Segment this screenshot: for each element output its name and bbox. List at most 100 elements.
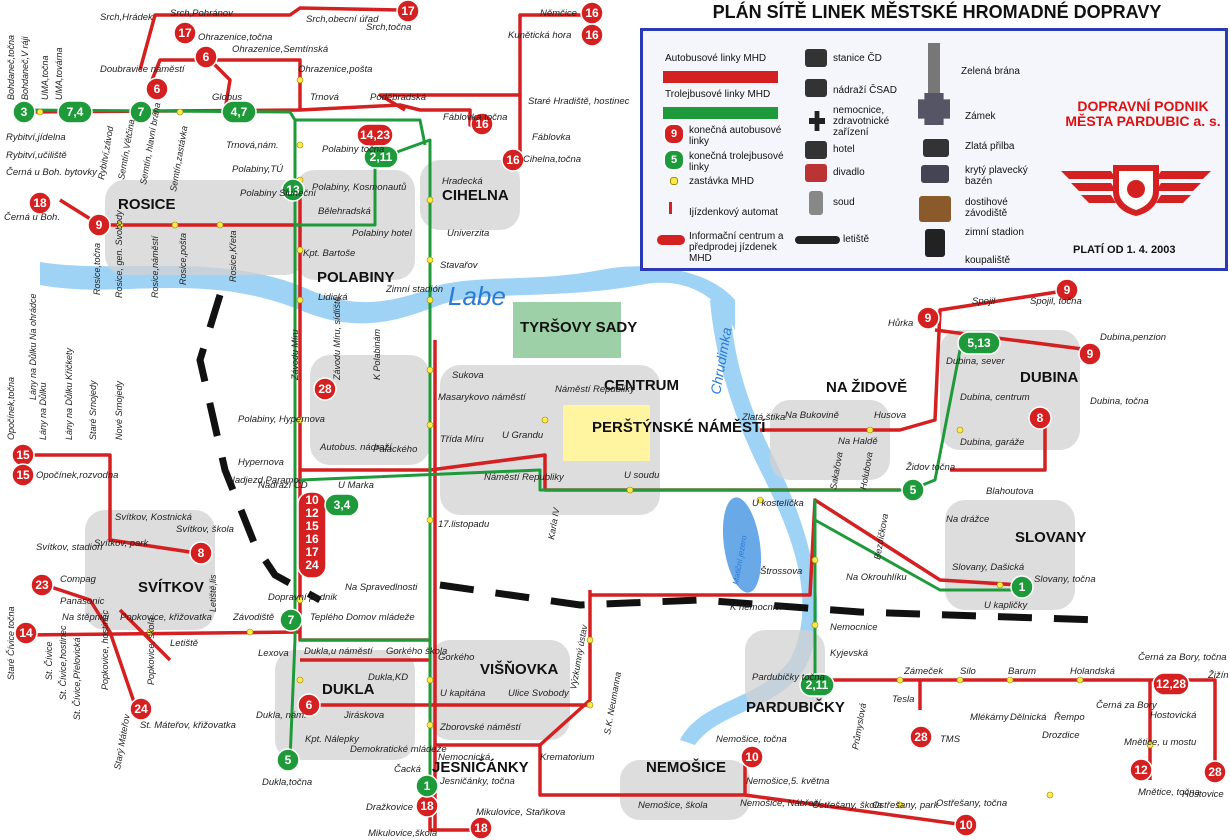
bus-terminal[interactable]: 8 [1028,406,1052,430]
district-svitkov: SVÍTKOV [138,579,204,596]
legend-bus-terminal: konečná autobusové linky [689,125,782,147]
bus-terminal[interactable]: 9 [916,306,940,330]
legend-airport: letiště [843,234,870,245]
trolley-terminal[interactable]: 2,11 [799,673,835,697]
svg-text:Svítkov, park: Svítkov, park [94,538,149,549]
svg-text:Černá za Bory, točna: Černá za Bory, točna [1138,652,1227,663]
bus-terminal[interactable]: 16 [470,112,494,136]
bus-terminal[interactable]: 14,23 [356,123,394,147]
train-station-icon [805,49,827,67]
bus-terminal[interactable]: 16 [580,1,604,25]
svg-text:Zlatá štika: Zlatá štika [741,412,785,423]
bus-terminal[interactable]: 9 [1078,342,1102,366]
svg-text:Pardubičky točna: Pardubičky točna [752,672,825,683]
legend-castle: Zámek [965,111,996,122]
bus-terminal[interactable]: 12 [1129,758,1153,782]
trolley-terminal[interactable]: 1 [1010,575,1034,599]
svg-text:Černá za Bory: Černá za Bory [1096,700,1158,711]
svg-text:Výzkumný ústav: Výzkumný ústav [568,624,589,691]
bus-terminal[interactable]: 28 [1203,760,1227,784]
bus-terminal[interactable]: 10 [740,745,764,769]
svg-text:10: 10 [745,750,759,764]
bus-terminal[interactable]: 15 [11,443,35,467]
trolley-terminal[interactable]: 2,11 [363,145,399,169]
svg-text:17: 17 [401,4,415,18]
svg-text:Compag: Compag [60,574,97,585]
map-title: PLÁN SÍTĚ LINEK MĚSTSKÉ HROMADNÉ DOPRAVY [712,2,1162,22]
svg-text:Trnová,nám.: Trnová,nám. [226,140,279,151]
bus-terminal[interactable]: 18 [415,794,439,818]
district-centrum: CENTRUM [604,377,679,394]
svg-text:Nemocnice: Nemocnice [830,622,878,633]
svg-text:Popkovice, hostinec: Popkovice, hostinec [100,609,110,690]
legend-ticket-machine: Ijízdenkový automat [689,207,778,218]
trolley-terminal[interactable]: 5 [901,478,925,502]
theatre-icon [805,164,827,182]
svg-text:Bohdaneč,V ráji: Bohdaneč,V ráji [20,35,30,100]
svg-text:Nemošice, Nábřeží: Nemošice, Nábřeží [740,798,822,809]
stop-label: Ohrazenice,pošta [298,64,372,75]
bus-terminal[interactable]: 17 [396,0,420,23]
trolley-terminal[interactable]: 7,4 [57,100,93,124]
svg-text:2,11: 2,11 [806,678,829,692]
svg-text:Bělehradská: Bělehradská [318,206,371,217]
bus-terminal[interactable]: 8 [189,541,213,565]
trolley-terminal[interactable]: 5 [276,748,300,772]
trolley-terminal[interactable]: 13 [281,178,305,202]
trolley-terminal[interactable]: 3 [12,100,36,124]
bus-terminal[interactable]: 12,28 [1152,672,1190,696]
bus-terminal[interactable]: 9 [87,213,111,237]
bus-terminal[interactable]: 15 [11,463,35,487]
stop-label: Srch,obecní úřad [306,14,379,25]
bus-terminal[interactable]: 23 [30,573,54,597]
bus-terminal[interactable]: 24 [129,697,153,721]
svg-text:16: 16 [585,6,599,20]
svg-text:Silo: Silo [960,666,976,677]
svg-text:18: 18 [33,196,47,210]
svg-text:Spojil, točna: Spojil, točna [1030,296,1082,307]
svg-text:Staré Hradiště, hostinec: Staré Hradiště, hostinec [528,96,630,107]
bus-terminal[interactable]: 16 [501,148,525,172]
bus-terminal[interactable]: 14 [14,621,38,645]
svg-text:Čacká: Čacká [394,764,421,775]
trolley-terminal[interactable]: 4,7 [221,100,257,124]
svg-text:Palackého: Palackého [373,444,417,455]
trolley-terminal[interactable]: 7 [129,100,153,124]
tyrsovy-sady-label: TYRŠOVY SADY [520,318,637,336]
stop-labels: Srch,Hrádek Srch,Pohránov Srch,obecní úř… [4,8,1229,839]
svg-text:Dubina, centrum: Dubina, centrum [960,392,1030,403]
svg-text:Polabiny, Hypernova: Polabiny, Hypernova [238,414,325,425]
svg-text:5,13: 5,13 [967,336,991,350]
bus-terminal[interactable]: 18 [28,191,52,215]
bus-terminal[interactable]: 10 [954,813,978,837]
bus-terminal[interactable]: 28 [313,377,337,401]
bus-terminal[interactable]: 6 [145,77,169,101]
svg-text:Na Spravedlnosti: Na Spravedlnosti [345,582,418,593]
legend-court: soud [833,197,855,208]
trolley-terminal[interactable]: 7 [279,608,303,632]
trolley-terminal[interactable]: 3,4 [324,493,360,517]
bus-terminal[interactable]: 28 [909,725,933,749]
bus-terminal[interactable]: 9 [1055,278,1079,302]
svg-text:Třída Míru: Třída Míru [440,434,485,445]
svg-text:Závodu Míru: Závodu Míru [290,329,300,381]
svg-text:4,7: 4,7 [231,105,248,119]
svg-text:Polabiny Sluneční: Polabiny Sluneční [240,188,317,199]
svg-text:Opočínek,rozvodna: Opočínek,rozvodna [36,470,118,481]
svg-text:Zámeček: Zámeček [903,666,944,677]
bus-terminal[interactable]: 18 [469,816,493,840]
svg-text:Husova: Husova [874,410,906,421]
svg-text:Polabiny hotel: Polabiny hotel [352,228,413,239]
stop-label: Doubravice náměstí [100,64,186,75]
legend-stop: zastávka MHD [689,176,755,187]
bus-terminal[interactable]: 6 [194,45,218,69]
svg-text:Židov točna: Židov točna [905,462,955,473]
trolley-terminal[interactable]: 5,13 [957,331,1001,355]
svg-text:Řempo: Řempo [1054,712,1085,723]
bus-terminal[interactable]: 17 [173,21,197,45]
bus-terminal[interactable]: 6 [297,693,321,717]
legend-swimming: koupaliště [965,255,1011,266]
bus-terminal[interactable]: 16 [580,23,604,47]
trolley-terminal[interactable]: 1 [415,774,439,798]
